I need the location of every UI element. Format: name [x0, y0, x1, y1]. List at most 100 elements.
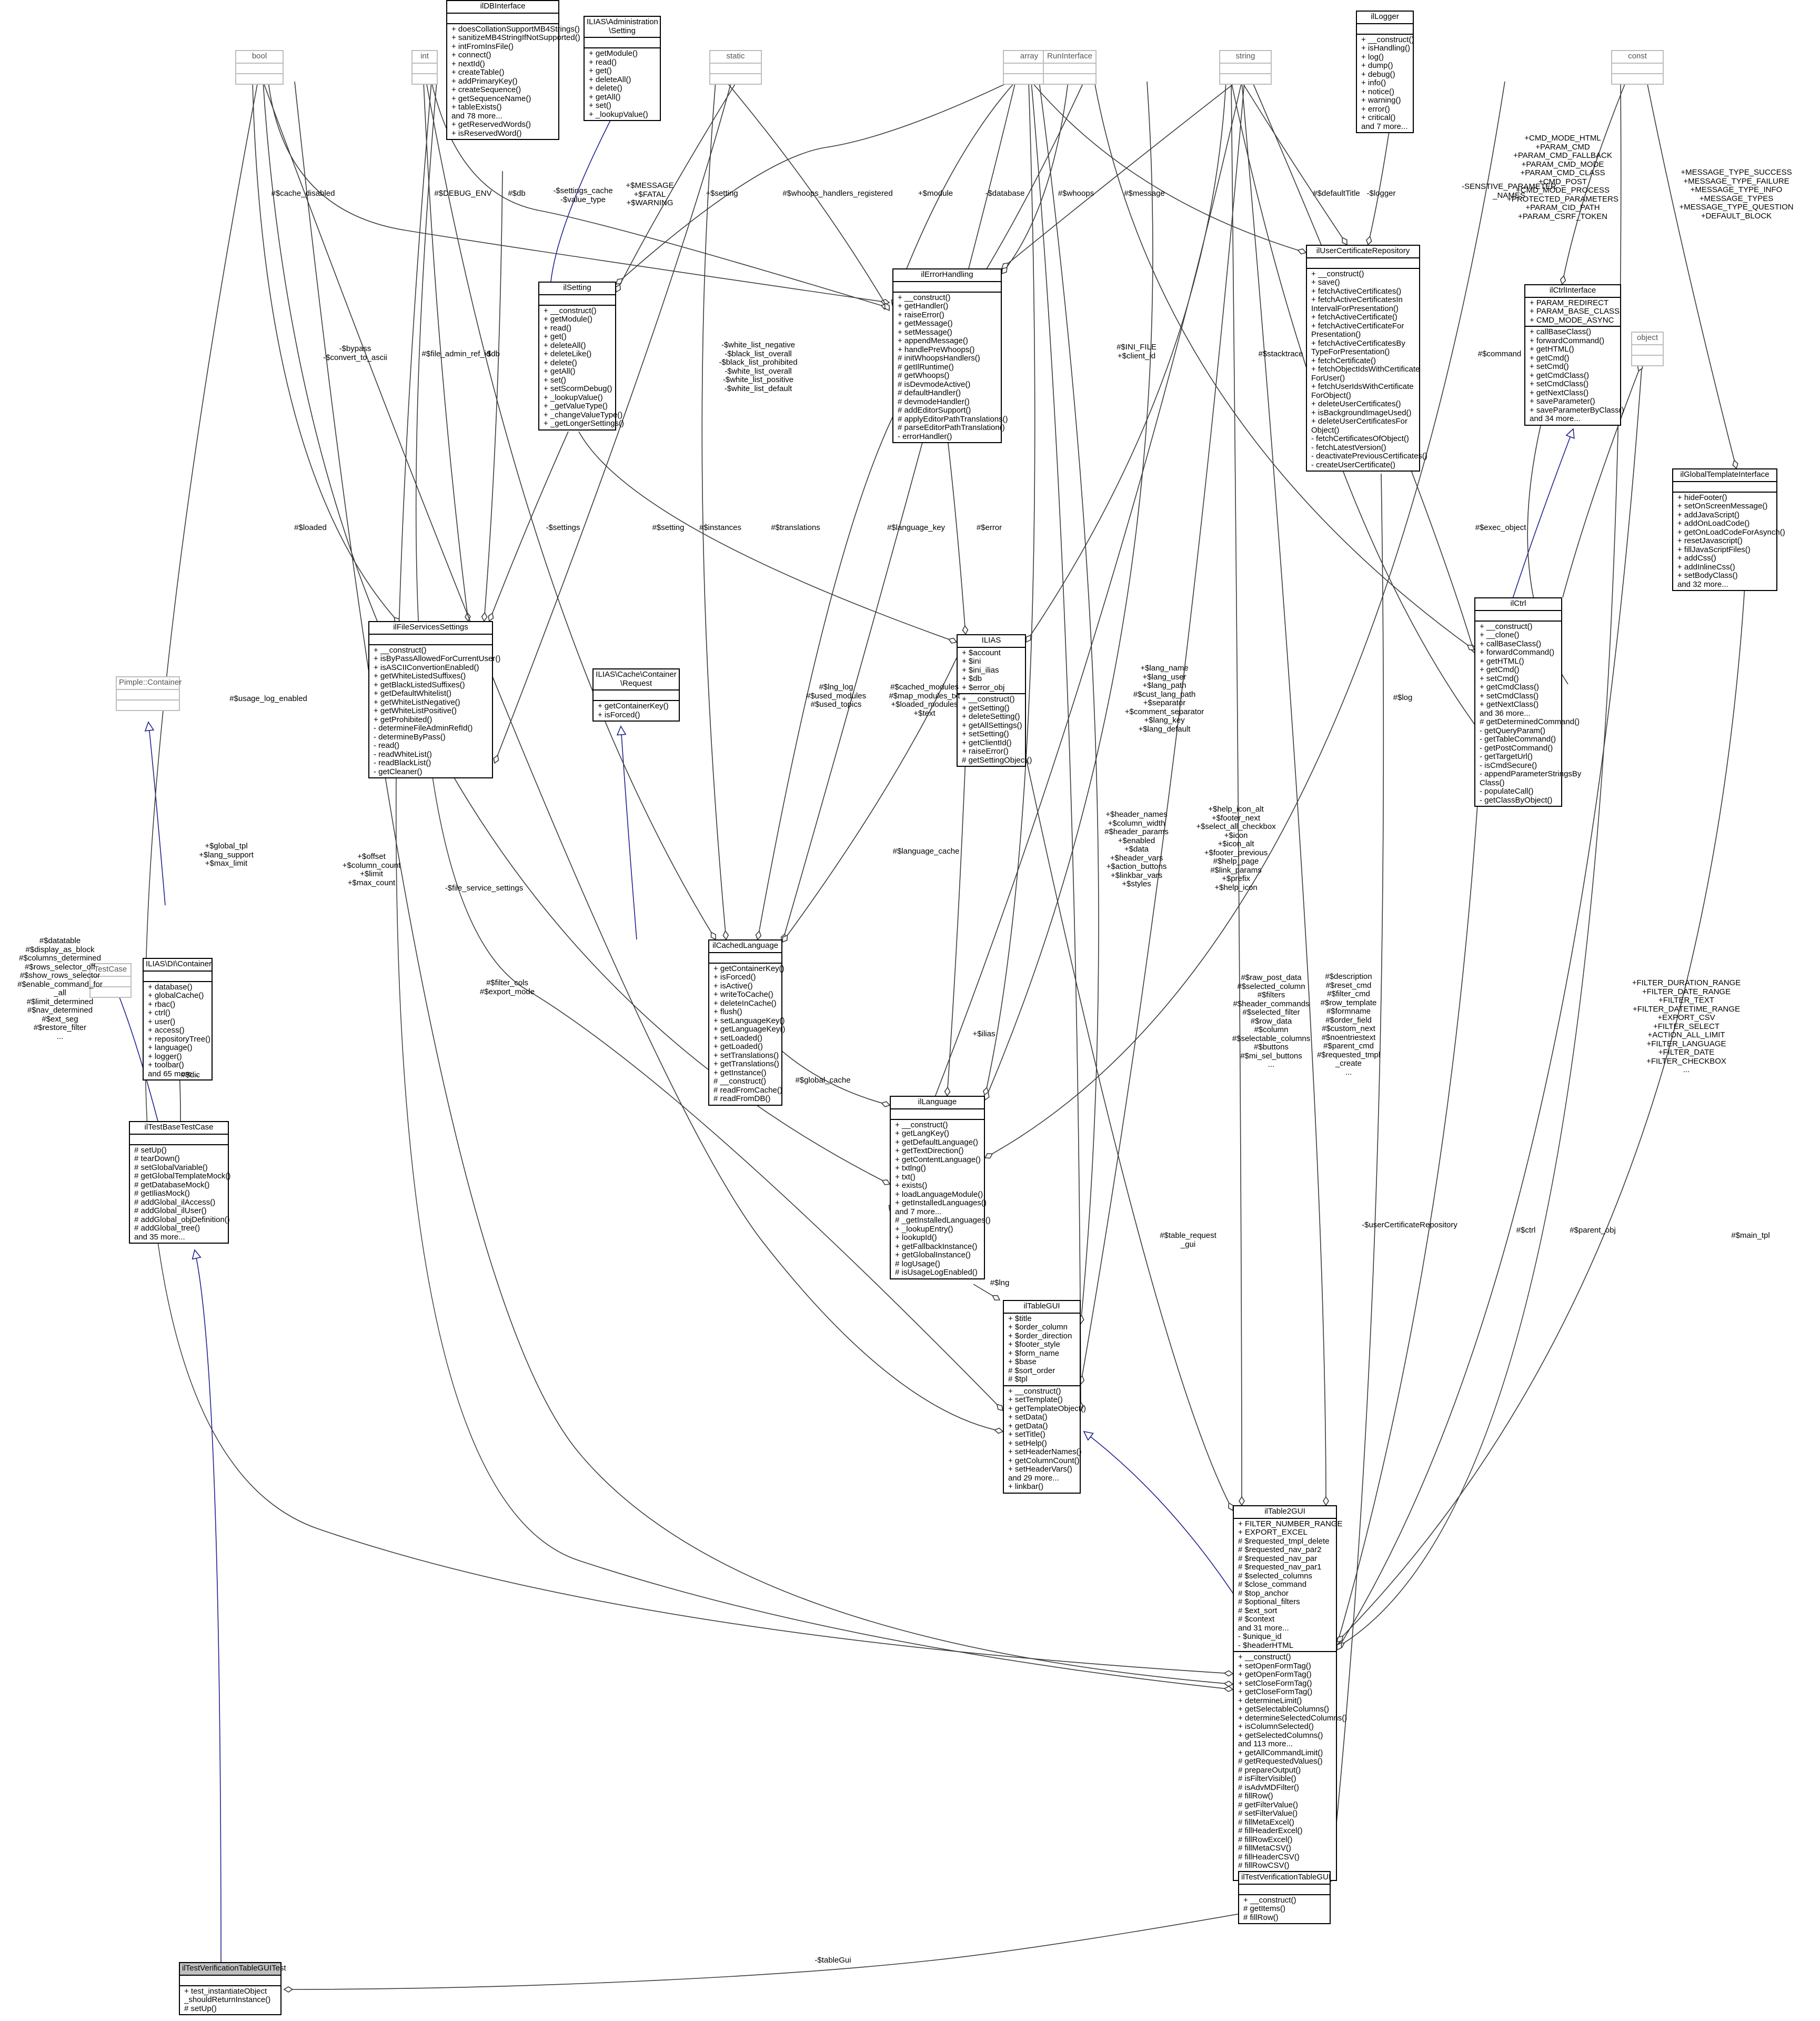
operation: + get() [544, 332, 567, 341]
attribute: + PARAM_BASE_CLASS [1530, 307, 1620, 316]
usage-edge [1646, 81, 1737, 469]
class-ilglobaltpl: ilGlobalTemplateInterface+ hideFooter()+… [1672, 468, 1785, 591]
edge-label: #$cached_modules #$map_modules_txt +$loa… [889, 683, 960, 718]
operation: # getWhoops() [898, 371, 950, 380]
edge-label: #$db [508, 189, 526, 198]
attribute: + $base [1008, 1357, 1037, 1366]
operation: + database() [148, 982, 193, 992]
class-cachereq: ILIAS\Cache\Container \Request+ getConta… [592, 668, 680, 722]
class-bool: bool [235, 50, 284, 85]
edge-label: -$settings [546, 523, 580, 532]
operation: + handlePreWhoops() [898, 345, 975, 354]
inheritance-arrowhead [192, 1249, 202, 1260]
operation: + createTable() [451, 68, 505, 77]
usage-edge [284, 1907, 1274, 1990]
usage-edge [984, 81, 1153, 1100]
operation: and 35 more... [134, 1232, 185, 1242]
attributes-section [1044, 62, 1095, 73]
class-ilias: ILIAS+ $account+ $ini+ $ini_ilias+ $db+ … [957, 634, 1032, 767]
operation: + user() [148, 1017, 176, 1026]
operation: + determineLimit() [1238, 1696, 1302, 1705]
operation: + warning() [1361, 96, 1401, 105]
attributes-section [1004, 62, 1054, 73]
operation: Class() [1480, 778, 1505, 787]
operation: + getModule() [544, 315, 592, 324]
class-name: ilLanguage [918, 1097, 957, 1106]
operations-section [91, 986, 130, 997]
operation: + forwardCommand() [1480, 648, 1555, 657]
operation: # getRequestedValues() [1238, 1757, 1323, 1766]
operation: # getItems() [1243, 1904, 1286, 1913]
attributes-section [1307, 257, 1419, 268]
attributes-section [413, 62, 437, 73]
aggregation-diamond [984, 1153, 993, 1159]
operations-section [236, 73, 283, 84]
operation: + getSetting() [962, 703, 1010, 713]
operation: + getCmd() [1480, 665, 1520, 674]
operation: + log() [1361, 52, 1384, 62]
operation: + getCmdClass() [1530, 371, 1589, 380]
operation: - getTableCommand() [1480, 735, 1556, 744]
edge-label: #$main_tpl [1731, 1231, 1770, 1240]
attributes-section [369, 633, 492, 644]
usage-edge [984, 81, 1505, 1158]
operation: + _getValueType() [544, 402, 608, 411]
operation: + __construct() [1311, 269, 1364, 278]
attribute: + $order_direction [1008, 1331, 1072, 1340]
operation: + doesCollationSupportMB4Strings() [451, 24, 580, 34]
usage-edge [889, 81, 1242, 1211]
operation: + getTextDirection() [895, 1146, 964, 1155]
usage-edge [1336, 368, 1642, 1650]
usage-edge [1025, 757, 1233, 1511]
aggregation-diamond [1336, 1635, 1344, 1643]
operation: + lookupId() [895, 1233, 937, 1242]
edge-label: -$settings_cache -$value_type [553, 186, 613, 204]
edge-label: +CMD_MODE_HTML +PARAM_CMD +PARAM_CMD_FAL… [1507, 134, 1618, 221]
operation: # setFilterValue() [1238, 1809, 1298, 1818]
operation: + setData() [1008, 1413, 1048, 1422]
operation: + getLoaded() [713, 1042, 763, 1051]
operation: + setCmdClass() [1530, 379, 1589, 388]
operations-section: + __construct()+ setTemplate()+ getTempl… [1004, 1385, 1086, 1493]
edge-label: #$error [976, 523, 1002, 532]
operation: + getData() [1008, 1421, 1048, 1430]
operation: + deleteSetting() [962, 712, 1020, 721]
class-dicontainer: ILIAS\DI\Container+ database()+ globalCa… [143, 958, 213, 1080]
attributes-section [709, 952, 781, 963]
operation: # fillHeaderExcel() [1238, 1826, 1303, 1835]
attributes-section: + FILTER_NUMBER_RANGE+ EXPORT_EXCEL# $re… [1234, 1517, 1343, 1652]
operation: - deactivatePreviousCertificates() [1311, 452, 1427, 461]
operation: + setScormDebug() [544, 384, 612, 393]
operation: + fillJavaScriptFiles() [1677, 545, 1751, 554]
operation: + setBodyClass() [1677, 571, 1738, 580]
class-illogger: ilLogger+ __construct()+ isHandling()+ l… [1356, 11, 1414, 133]
operation: + setTranslations() [713, 1050, 779, 1060]
operation: + getAllCommandLimit() [1238, 1748, 1323, 1757]
edge-label: #$loaded [294, 523, 327, 532]
class-const: const [1611, 50, 1664, 85]
operation: # fillMetaExcel() [1238, 1817, 1294, 1827]
attribute: # $tpl [1008, 1375, 1028, 1384]
attribute: # $requested_nav_par1 [1238, 1563, 1322, 1572]
operation: + delete() [544, 358, 577, 367]
attribute: + FILTER_NUMBER_RANGE [1238, 1519, 1343, 1528]
attributes-section: + $account+ $ini+ $ini_ilias+ $db+ $erro… [958, 646, 1025, 694]
operation: + globalCache() [148, 991, 204, 1000]
usage-edge [782, 81, 1016, 943]
operation: + deleteInCache() [713, 998, 777, 1008]
edge-label: +$ilias [972, 1029, 996, 1038]
operations-section: + __construct()+ getModule()+ read()+ ge… [539, 304, 625, 429]
operation: # fillRowCSV() [1238, 1861, 1290, 1870]
operation: + exists() [895, 1181, 928, 1190]
usage-edge [415, 81, 1003, 1411]
operation: + dump() [1361, 61, 1393, 70]
aggregation-diamond [1366, 235, 1372, 246]
usage-edge [1367, 131, 1390, 245]
operation: + _getLongerSettings() [544, 419, 625, 428]
operation: + fetchActiveCertificate() [1311, 313, 1397, 322]
usage-edge [984, 81, 1035, 1096]
inheritance-edge [1512, 428, 1574, 601]
attribute: - $unique_id [1238, 1632, 1282, 1641]
usage-edge [423, 81, 469, 622]
edge-label: #$parent_obj [1570, 1226, 1616, 1235]
